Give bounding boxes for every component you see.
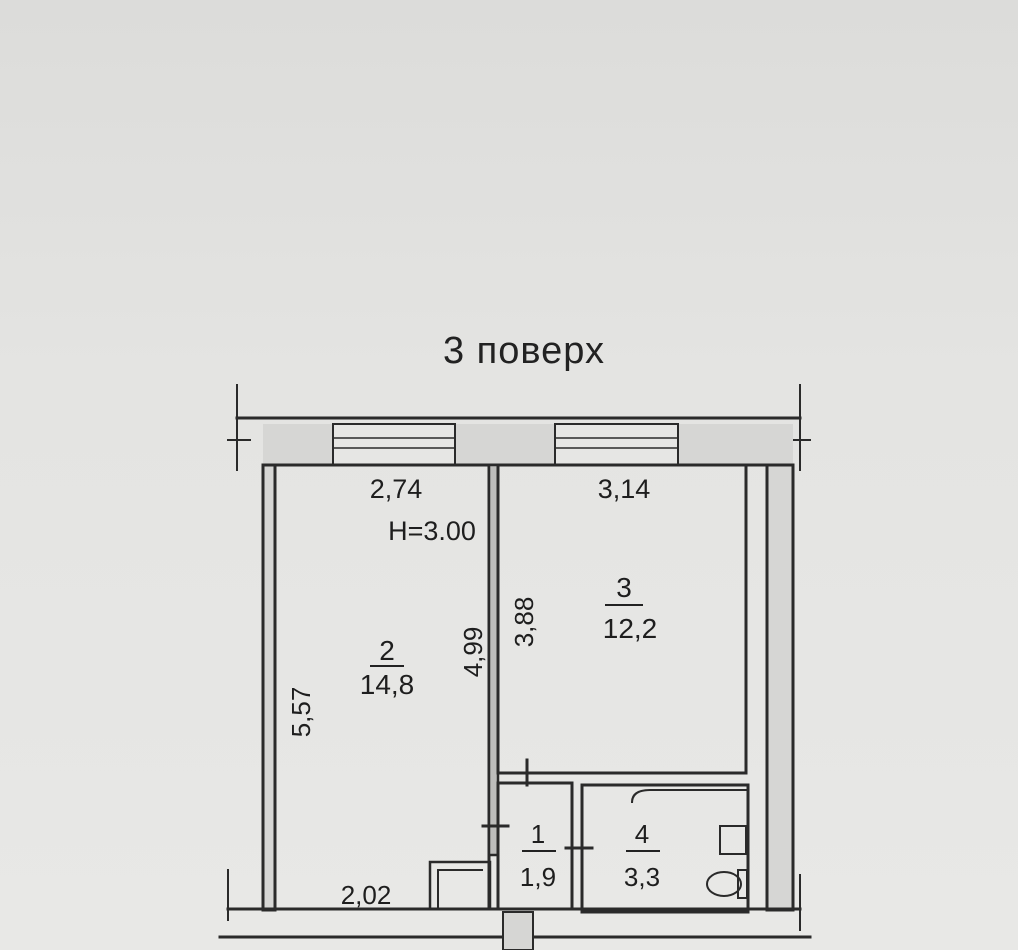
entrance-niche [428, 860, 492, 911]
room2-width-label: 2,74 [370, 474, 423, 504]
entrance-door [502, 911, 534, 950]
room4-area: 3,3 [624, 862, 660, 892]
left-wall [261, 463, 277, 912]
room1-area: 1,9 [520, 862, 556, 892]
room-4-outline [580, 783, 750, 914]
window-room3 [554, 423, 679, 466]
room3-width-label: 3,14 [598, 474, 651, 504]
room1-number: 1 [531, 819, 545, 849]
room3-depth-label: 3,88 [509, 597, 539, 648]
entrance-niche-inner [437, 869, 483, 910]
room4-number: 4 [635, 819, 649, 849]
room2-left-depth-label: 5,57 [286, 687, 316, 738]
toilet-shape [706, 871, 742, 897]
room2-bottom-width-label: 2,02 [341, 880, 392, 910]
floor-title: 3 поверх [442, 330, 605, 372]
sink-shape [719, 825, 747, 855]
room3-number: 3 [616, 572, 632, 603]
bathtub-shape [630, 789, 749, 804]
toilet-tank [737, 869, 748, 899]
room2-right-depth-label: 4,99 [458, 627, 488, 678]
right-wall [765, 463, 795, 912]
room3-area: 12,2 [603, 613, 658, 644]
window-room2 [332, 423, 456, 466]
room2-number: 2 [379, 635, 395, 666]
room2-area: 14,8 [360, 669, 415, 700]
ceiling-height-label: H=3.00 [388, 516, 476, 546]
